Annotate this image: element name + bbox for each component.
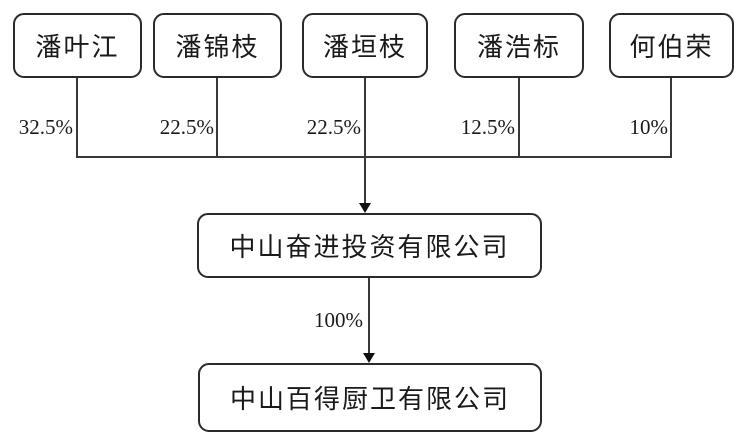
shareholder-box-5: 何伯荣 bbox=[609, 13, 734, 78]
shareholder-box-2: 潘锦枝 bbox=[153, 13, 282, 78]
connector-line-holding-to-subsidiary bbox=[368, 278, 370, 355]
connector-line-shareholder-3-to-holding bbox=[364, 78, 366, 205]
connector-line-shareholder-5 bbox=[670, 78, 672, 156]
shareholder-box-3: 潘垣枝 bbox=[302, 13, 428, 78]
arrowhead-down-icon bbox=[363, 353, 375, 363]
holding-company-box: 中山奋进投资有限公司 bbox=[197, 213, 542, 278]
percent-label-100: 100% bbox=[314, 308, 363, 332]
subsidiary-company-box: 中山百得厨卫有限公司 bbox=[198, 363, 542, 432]
percent-label-4: 12.5% bbox=[460, 115, 515, 139]
percent-label-2: 22.5% bbox=[159, 115, 214, 139]
percent-label-1: 32.5% bbox=[18, 115, 73, 139]
connector-line-shareholder-2 bbox=[216, 78, 218, 156]
arrowhead-down-icon bbox=[359, 203, 371, 213]
connector-line-shareholder-4 bbox=[518, 78, 520, 156]
percent-label-5: 10% bbox=[629, 115, 669, 139]
shareholder-box-1: 潘叶江 bbox=[13, 13, 142, 78]
shareholder-box-4: 潘浩标 bbox=[454, 13, 584, 78]
percent-label-3: 22.5% bbox=[306, 115, 361, 139]
connector-line-shareholder-1 bbox=[76, 78, 78, 156]
connector-bus-line bbox=[76, 156, 672, 158]
